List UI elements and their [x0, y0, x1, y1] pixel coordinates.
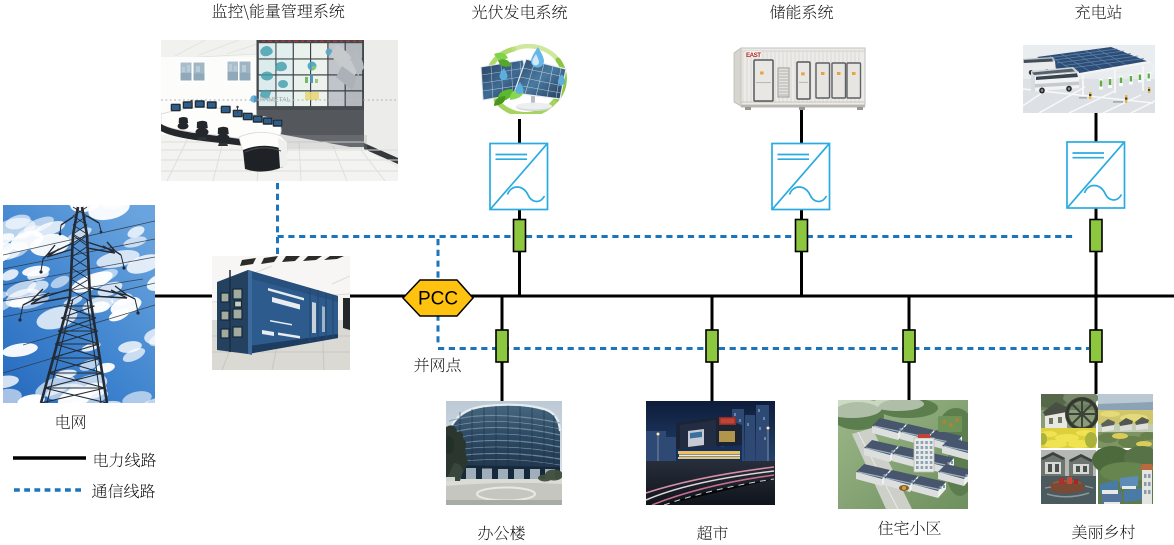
svg-text:EAST: EAST — [746, 52, 761, 59]
svg-text:FAMETAL: FAMETAL — [260, 97, 291, 104]
svg-text:PCC: PCC — [418, 289, 458, 310]
